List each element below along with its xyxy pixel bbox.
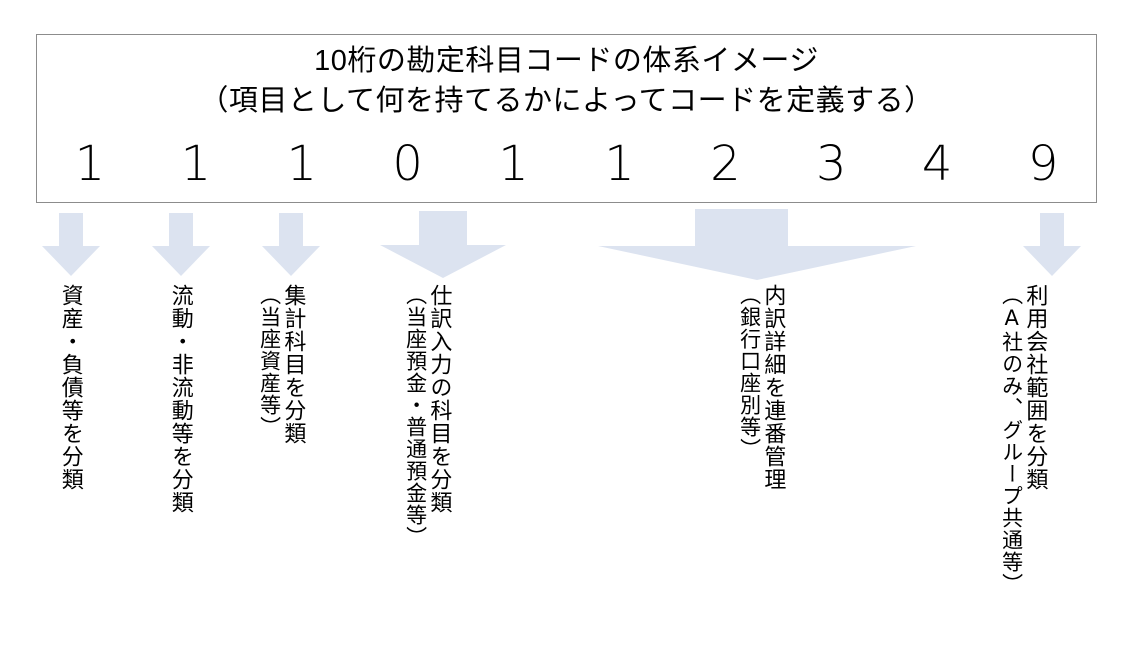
label-segment-6: 利用会社範囲を分類 （A社のみ、グループ共通等） xyxy=(999,284,1048,595)
label-segment-2-main: 流動・非流動等を分類 xyxy=(167,284,193,514)
code-digit-row: 1 1 1 0 1 1 2 3 4 9 xyxy=(37,131,1096,197)
label-segment-4-sub: （当座預金・普通預金等） xyxy=(403,284,428,548)
label-segment-4-main: 仕訳入力の科目を分類 xyxy=(426,284,452,514)
arrow-down-segment-6 xyxy=(1023,213,1081,276)
label-segment-6-sub: （A社のみ、グループ共通等） xyxy=(999,284,1024,595)
label-segment-3: 集計科目を分類 （当座資産等） xyxy=(257,284,306,445)
label-segment-5: 内訳詳細を連番管理 （銀行口座別等） xyxy=(737,284,786,491)
label-segment-2: 流動・非流動等を分類 xyxy=(167,284,193,514)
label-segment-1-main: 資産・負債等を分類 xyxy=(57,284,83,491)
code-digit-7: 2 xyxy=(710,136,741,192)
code-digit-1: 1 xyxy=(74,136,106,192)
code-digit-10: 9 xyxy=(1027,136,1059,192)
arrow-down-segment-1 xyxy=(42,213,100,276)
arrow-down-segment-5 xyxy=(598,209,916,280)
label-segment-1: 資産・負債等を分類 xyxy=(57,284,83,491)
title-line-1: 10桁の勘定科目コードの体系イメージ xyxy=(314,45,819,77)
diagram-title: 10桁の勘定科目コードの体系イメージ （項目として何を持てるかによってコードを定… xyxy=(37,41,1096,121)
label-segment-5-main: 内訳詳細を連番管理 xyxy=(760,284,786,491)
code-digit-9: 4 xyxy=(921,136,953,192)
code-digit-8: 3 xyxy=(816,136,847,192)
label-segment-3-main: 集計科目を分類 xyxy=(280,284,306,445)
label-segment-5-sub: （銀行口座別等） xyxy=(737,284,762,460)
code-digit-6: 1 xyxy=(604,136,635,192)
arrow-down-segment-3 xyxy=(262,213,320,276)
code-digit-3: 1 xyxy=(286,136,318,192)
label-segment-4: 仕訳入力の科目を分類 （当座預金・普通預金等） xyxy=(403,284,452,548)
account-code-box: 10桁の勘定科目コードの体系イメージ （項目として何を持てるかによってコードを定… xyxy=(36,34,1097,203)
code-digit-2: 1 xyxy=(180,136,212,192)
label-segment-3-sub: （当座資産等） xyxy=(257,284,282,438)
title-line-2: （項目として何を持てるかによってコードを定義する） xyxy=(199,85,934,117)
label-segment-6-main: 利用会社範囲を分類 xyxy=(1022,284,1048,491)
code-digit-5: 1 xyxy=(498,136,529,192)
code-digit-4: 0 xyxy=(392,136,423,192)
arrow-down-segment-2 xyxy=(152,213,210,276)
arrow-down-segment-4 xyxy=(380,211,506,278)
